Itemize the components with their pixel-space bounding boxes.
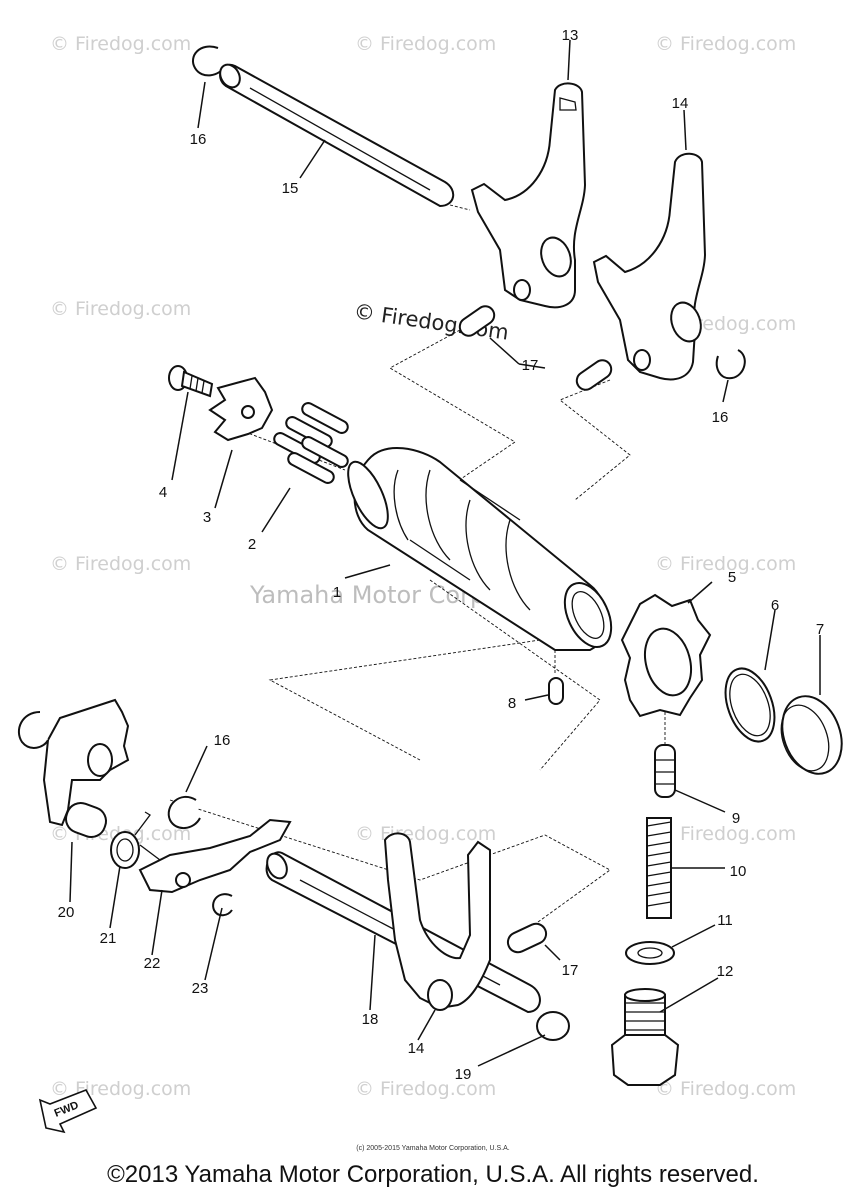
circlip-6 <box>724 667 776 743</box>
part-label: 16 <box>712 409 729 426</box>
part-label: 8 <box>508 695 516 712</box>
shift-fork-14-top <box>592 152 707 381</box>
shift-drum-1 <box>347 447 613 651</box>
guide-pins-17-upper <box>458 305 613 391</box>
part-label: 9 <box>732 810 740 827</box>
part-label: 17 <box>522 357 539 374</box>
part-label: 7 <box>816 621 824 638</box>
watermark: © Firedog.com <box>50 553 191 575</box>
part-labels: 13 14 16 15 17 16 4 3 2 1 5 6 7 8 9 10 1… <box>58 27 825 1083</box>
part-label: 3 <box>203 509 211 526</box>
part-label: 6 <box>771 597 779 614</box>
shift-lever-20 <box>42 698 130 838</box>
part-label: 2 <box>248 536 256 553</box>
circlip-16-right <box>715 349 746 380</box>
part-label: 17 <box>562 962 579 979</box>
watermark: © Firedog.com <box>50 298 191 320</box>
part-label: 20 <box>58 904 75 921</box>
leader-lines <box>69 39 821 1067</box>
cap-7 <box>780 695 843 775</box>
circlip-16-mid <box>167 795 201 829</box>
shift-fork-13 <box>470 82 587 309</box>
plunger-9 <box>654 744 676 798</box>
part-label: 23 <box>192 980 209 997</box>
part-label: 4 <box>159 484 167 501</box>
circlip-16-left <box>17 711 49 749</box>
cap-19 <box>536 1011 570 1041</box>
star-plate-5 <box>620 593 712 718</box>
part-label: 21 <box>100 930 117 947</box>
shift-fork-14-lower <box>383 832 491 1011</box>
part-label: 14 <box>672 95 689 112</box>
guide-pin-17-lower <box>506 922 548 954</box>
part-label: 10 <box>730 863 747 880</box>
guide-bar-15 <box>219 63 455 208</box>
watermark: © Firedog.com <box>355 1078 496 1100</box>
fwd-arrow: FWD <box>38 1089 98 1134</box>
part-label: 22 <box>144 955 161 972</box>
spring-10 <box>646 817 672 919</box>
part-label: 1 <box>333 584 341 601</box>
part-label: 16 <box>214 732 231 749</box>
circlip-16-top <box>192 45 226 77</box>
shift-arm-22 <box>138 818 292 894</box>
watermark: © Firedog.com <box>655 33 796 55</box>
watermark: © Firedog.com <box>655 1078 796 1100</box>
part-label: 11 <box>717 912 733 929</box>
watermark: © Firedog.com <box>655 823 796 845</box>
copyright-footer: ©2013 Yamaha Motor Corporation, U.S.A. A… <box>107 1161 759 1188</box>
part-label: 13 <box>562 27 579 44</box>
torsion-spring-21 <box>110 811 161 869</box>
screw-4 <box>168 365 214 398</box>
part-label: 14 <box>408 1040 425 1057</box>
watermark: © Firedog.com <box>355 33 496 55</box>
watermark: © Firedog.com <box>655 553 796 575</box>
circlip-23 <box>212 893 233 917</box>
part-label: 15 <box>282 180 299 197</box>
part-label: 12 <box>717 963 734 980</box>
part-label: 5 <box>728 569 736 586</box>
watermark: © Firedog.com <box>355 823 496 845</box>
pins-2 <box>273 402 349 484</box>
segment-3 <box>208 376 274 442</box>
watermark: © Firedog.com <box>50 33 191 55</box>
dowel-8 <box>548 677 564 705</box>
small-copyright: (c) 2005-2015 Yamaha Motor Corporation, … <box>356 1145 509 1152</box>
part-label: 16 <box>190 131 207 148</box>
part-label: 19 <box>455 1066 472 1083</box>
plug-bolt-12 <box>610 988 680 1086</box>
washer-11 <box>625 941 675 965</box>
part-label: 18 <box>362 1011 379 1028</box>
